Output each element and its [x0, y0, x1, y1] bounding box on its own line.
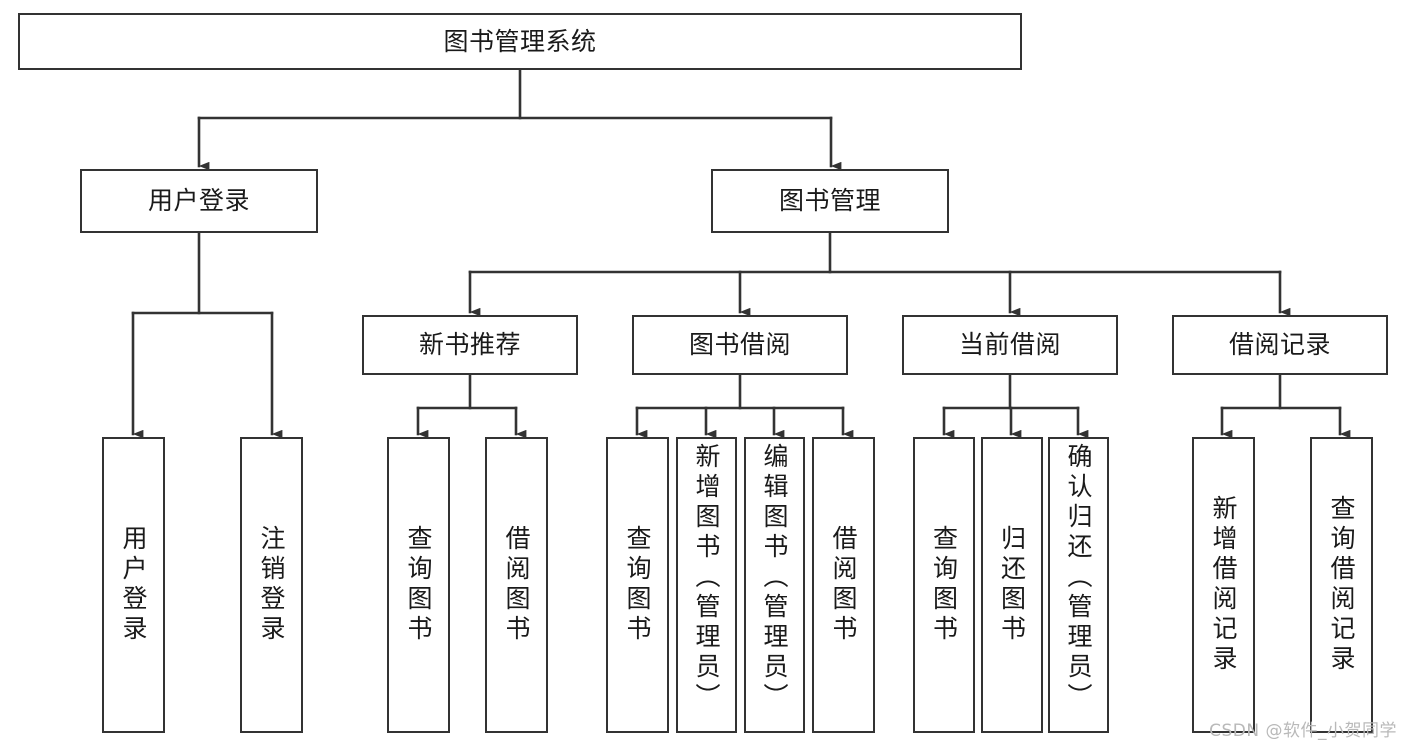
node-leaf-bb-borrow-book[interactable]: 借阅图书: [812, 437, 875, 733]
leaf-text-wrap: 归还图书: [983, 439, 1041, 731]
node-user-login[interactable]: 用户登录: [80, 169, 318, 233]
leaf-text-wrap: 确认归还（管理员）: [1050, 439, 1107, 731]
node-leaf-cb-return-book-label: 归还图书: [997, 525, 1027, 645]
node-leaf-bb-query-book-label: 查询图书: [623, 525, 652, 645]
leaf-text-wrap: 查询图书: [389, 439, 448, 731]
node-leaf-bb-borrow-book-label: 借阅图书: [829, 525, 858, 645]
node-user-login-label: 用户登录: [147, 186, 250, 216]
node-leaf-br-query-record-label: 查询借阅记录: [1327, 495, 1356, 675]
node-book-borrow[interactable]: 图书借阅: [632, 315, 848, 375]
node-leaf-bb-query-book[interactable]: 查询图书: [606, 437, 669, 733]
node-leaf-logout[interactable]: 注销登录: [240, 437, 303, 733]
node-book-management-label: 图书管理: [778, 186, 881, 216]
leaf-text-wrap: 新增图书（管理员）: [678, 439, 735, 731]
node-leaf-user-login-label: 用户登录: [119, 525, 148, 645]
node-leaf-nb-borrow-book[interactable]: 借阅图书: [485, 437, 548, 733]
node-leaf-bb-edit-book[interactable]: 编辑图书（管理员）: [744, 437, 805, 733]
leaf-text-wrap: 查询图书: [608, 439, 667, 731]
leaf-text-wrap: 借阅图书: [814, 439, 873, 731]
leaf-text-wrap: 注销登录: [242, 439, 301, 731]
leaf-text-wrap: 新增借阅记录: [1194, 439, 1253, 731]
node-book-borrow-label: 图书借阅: [688, 330, 791, 360]
node-book-management[interactable]: 图书管理: [711, 169, 949, 233]
node-borrow-record[interactable]: 借阅记录: [1172, 315, 1388, 375]
node-root-system[interactable]: 图书管理系统: [18, 13, 1022, 70]
node-leaf-nb-query-book-label: 查询图书: [404, 525, 433, 645]
leaf-text-wrap: 用户登录: [104, 439, 163, 731]
node-leaf-br-add-record-label: 新增借阅记录: [1209, 495, 1238, 675]
node-leaf-bb-edit-book-label: 编辑图书（管理员）: [760, 443, 789, 713]
leaf-text-wrap: 编辑图书（管理员）: [746, 439, 803, 731]
node-leaf-cb-confirm-return[interactable]: 确认归还（管理员）: [1048, 437, 1109, 733]
node-leaf-nb-borrow-book-label: 借阅图书: [502, 525, 531, 645]
node-leaf-bb-add-book[interactable]: 新增图书（管理员）: [676, 437, 737, 733]
leaf-text-wrap: 查询图书: [915, 439, 973, 731]
node-leaf-cb-query-book-label: 查询图书: [929, 525, 959, 645]
node-leaf-bb-add-book-label: 新增图书（管理员）: [692, 443, 721, 713]
node-current-borrow[interactable]: 当前借阅: [902, 315, 1118, 375]
leaf-text-wrap: 查询借阅记录: [1312, 439, 1371, 731]
node-leaf-br-query-record[interactable]: 查询借阅记录: [1310, 437, 1373, 733]
node-leaf-cb-query-book[interactable]: 查询图书: [913, 437, 975, 733]
node-leaf-cb-return-book[interactable]: 归还图书: [981, 437, 1043, 733]
node-new-book-recommend[interactable]: 新书推荐: [362, 315, 578, 375]
node-leaf-logout-label: 注销登录: [257, 525, 286, 645]
csdn-watermark: CSDN @软件_小贺同学: [1209, 721, 1397, 741]
node-leaf-br-add-record[interactable]: 新增借阅记录: [1192, 437, 1255, 733]
leaf-text-wrap: 借阅图书: [487, 439, 546, 731]
node-leaf-user-login[interactable]: 用户登录: [102, 437, 165, 733]
node-root-system-label: 图书管理系统: [443, 26, 597, 56]
node-leaf-cb-confirm-return-label: 确认归还（管理员）: [1064, 443, 1093, 713]
node-current-borrow-label: 当前借阅: [958, 330, 1061, 360]
node-borrow-record-label: 借阅记录: [1228, 330, 1331, 360]
node-new-book-recommend-label: 新书推荐: [418, 330, 521, 360]
node-leaf-nb-query-book[interactable]: 查询图书: [387, 437, 450, 733]
